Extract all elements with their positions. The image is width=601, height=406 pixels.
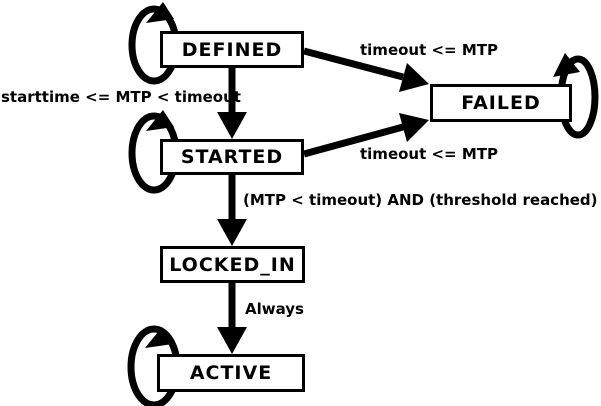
defined-to-failed-arrow [303,47,429,92]
lockedin-to-active-arrow [217,281,247,354]
state-defined-label: DEFINED [181,38,283,61]
state-locked-in-label: LOCKED_IN [169,253,296,276]
state-defined: DEFINED [160,31,304,68]
state-started-label: STARTED [180,146,284,168]
started-to-lockedin-condition: (MTP < timeout) AND (threshold reached) [243,191,598,209]
state-active-label: ACTIVE [189,362,273,384]
state-failed: FAILED [430,84,572,122]
defined-to-started-arrow [217,66,247,139]
state-active: ACTIVE [157,354,305,392]
lockedin-to-active-condition: Always [245,300,304,318]
started-to-lockedin-arrow [217,173,247,246]
state-locked-in: LOCKED_IN [160,246,305,283]
defined-to-started-condition: starttime <= MTP < timeout [1,88,241,106]
state-started: STARTED [160,139,304,175]
defined-to-failed-condition: timeout <= MTP [360,41,499,59]
started-to-failed-condition: timeout <= MTP [360,145,499,163]
started-to-failed-arrow [303,113,429,158]
state-failed-label: FAILED [461,92,541,114]
